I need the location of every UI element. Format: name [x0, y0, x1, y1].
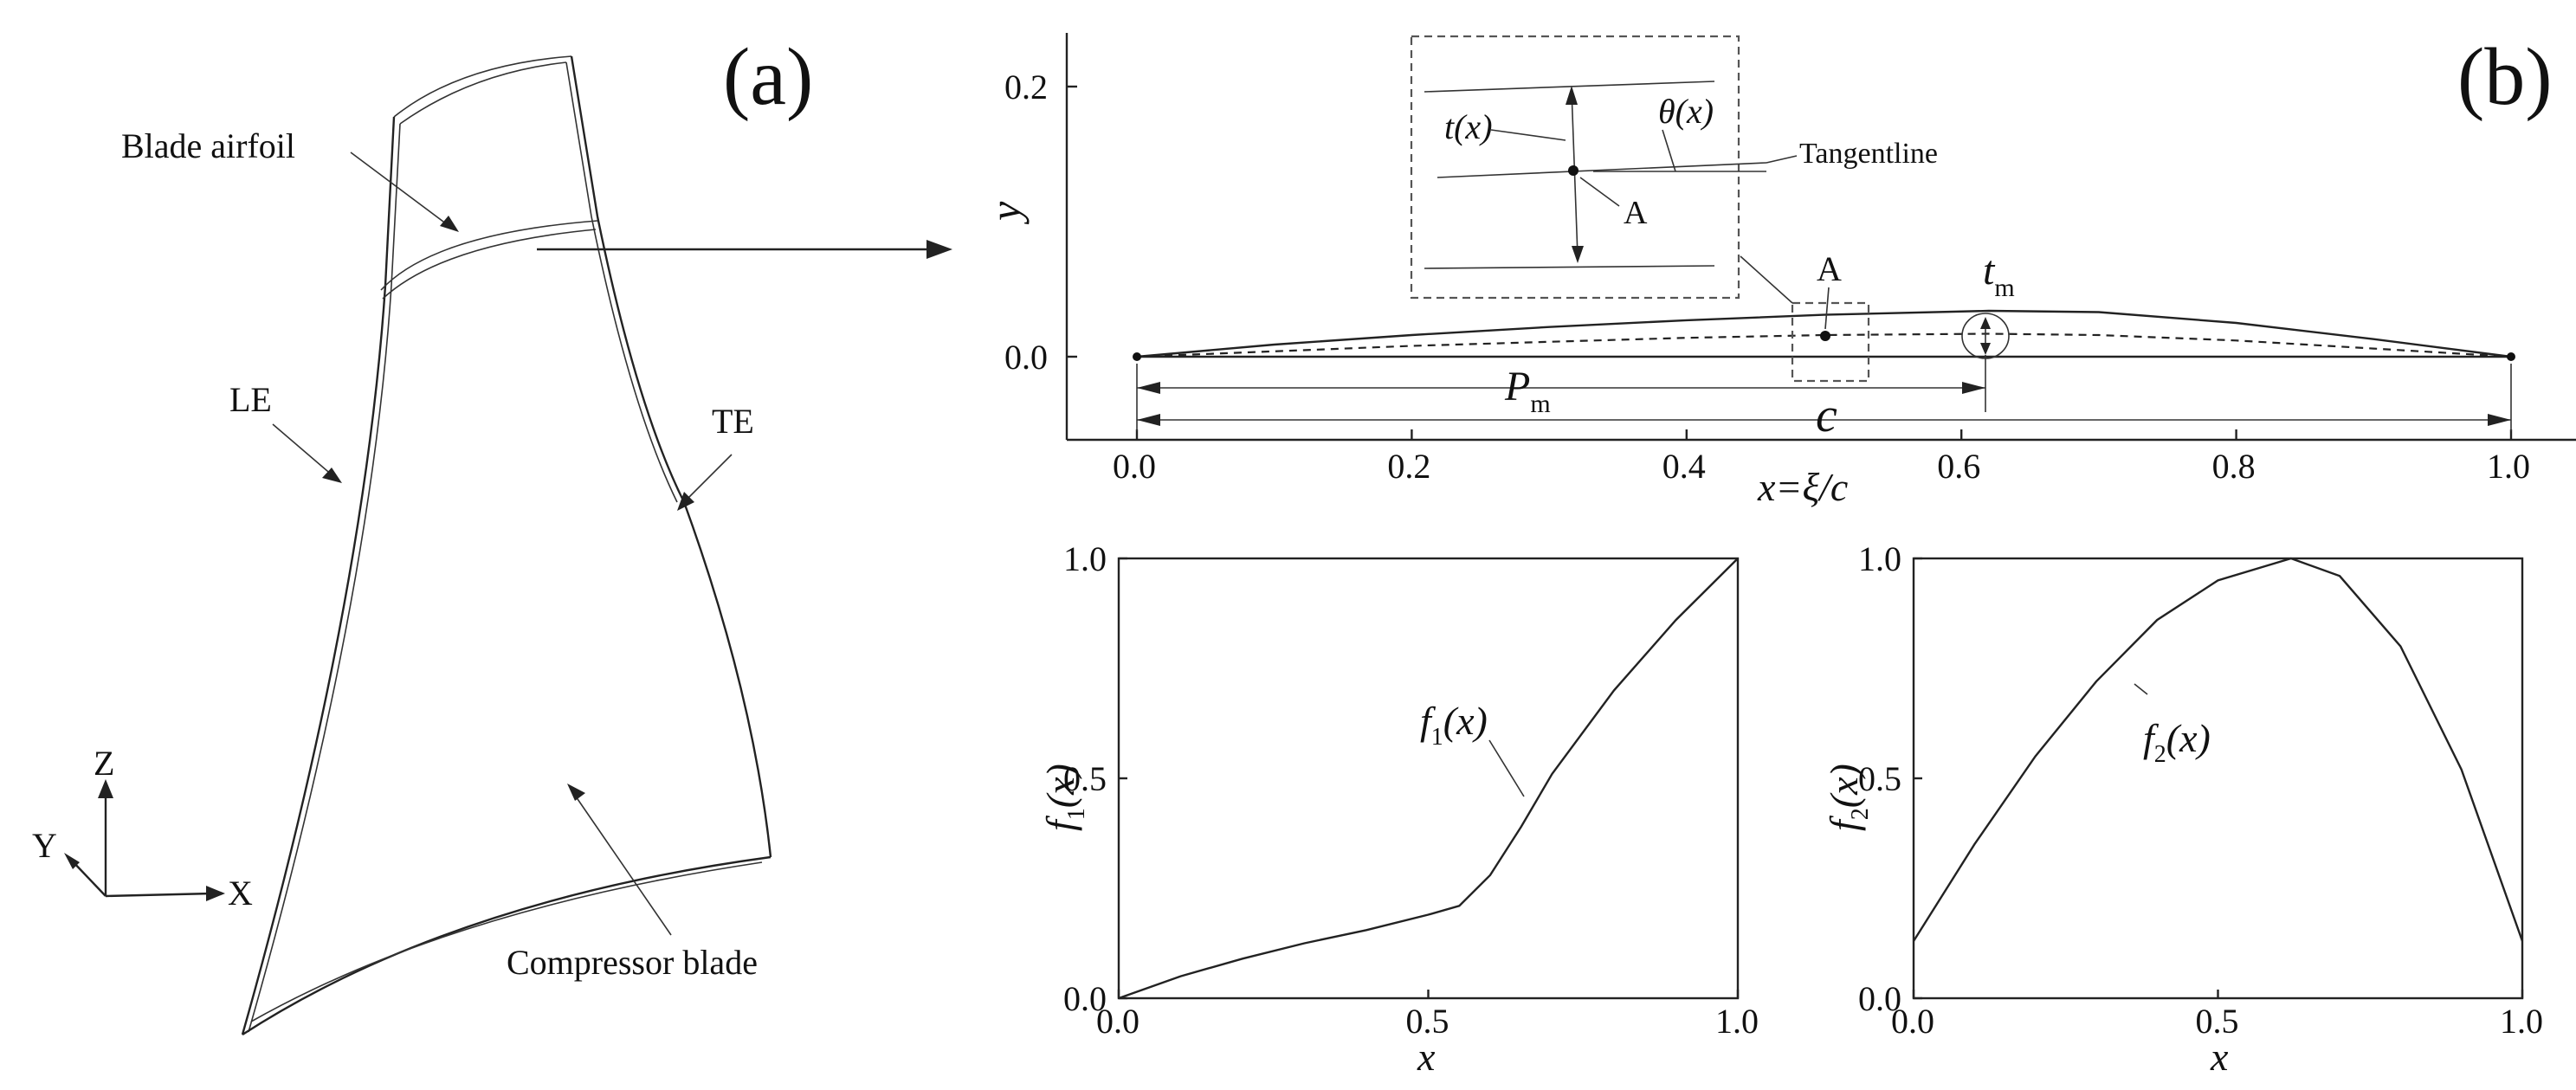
airfoil-xlabel: x=ξ/c: [1757, 465, 1848, 509]
f1-x-tick-label: 0.5: [1406, 1002, 1449, 1041]
inset-border: [1410, 35, 1740, 300]
blade-airfoil-leader: [350, 152, 451, 228]
blade-airfoil-label: Blade airfoil: [121, 126, 295, 165]
inset-t-of-x-label: t(x): [1444, 107, 1493, 146]
airfoil-y-tick-label: 0.2: [1004, 68, 1048, 106]
axis-x-label: X: [228, 874, 253, 913]
compressor-blade-leader: [575, 796, 672, 936]
f2-x-tick-label: 1.0: [2500, 1002, 2543, 1041]
panel-a: (a) Blade airfoil LE TE: [32, 32, 952, 1036]
f1-curve: [1118, 558, 1739, 1000]
tm-label: tm: [1983, 248, 2015, 302]
panel-b-label: (b): [2457, 32, 2553, 122]
point-a-marker: [1820, 331, 1830, 341]
f1-ticks: 0.0 0.5 1.0 0.0 0.5 1.0: [1063, 539, 1759, 1041]
f2-ticks: 0.0 0.5 1.0 0.0 0.5 1.0: [1858, 539, 2543, 1041]
panel-a-label: (a): [723, 32, 813, 122]
trailing-edge-point: [2507, 352, 2515, 361]
compressor-blade-arrowhead: [567, 784, 585, 801]
f2-x-tick-label: 0.5: [2196, 1002, 2239, 1041]
f2-curve: [1912, 557, 2524, 942]
axis-y-label: Y: [32, 826, 57, 865]
le-label: LE: [229, 380, 272, 419]
f1-y-tick-label: 1.0: [1063, 539, 1107, 578]
f1-y-tick-label: 0.5: [1063, 759, 1107, 798]
f2-curve-leader: [2134, 683, 2148, 695]
airfoil-ticks: 0.0 0.2 0.4 0.6 0.8 1.0 0.0 0.2: [1004, 68, 2530, 486]
axis-z-label: Z: [94, 744, 114, 783]
leading-edge-point: [1133, 352, 1141, 361]
f2-y-tick-label: 0.5: [1858, 759, 1901, 798]
pm-label: Pm: [1504, 364, 1551, 418]
f1-x-tick-label: 1.0: [1715, 1002, 1759, 1041]
airfoil-x-tick-label: 0.2: [1387, 447, 1430, 486]
f1-curve-label: f1(x): [1420, 699, 1488, 751]
f2-plot: 0.0 0.5 1.0 0.0 0.5 1.0 f2(x) x f2(x): [1822, 539, 2543, 1079]
inset-point-a-label: A: [1624, 195, 1648, 231]
f1-frame: [1117, 557, 1740, 1000]
panel-b: (b) 0.0 0.2 0.4 0.6 0.8 1.0 0.0 0.2 y x=ξ/c t(x…: [981, 32, 2576, 509]
le-arrowhead: [322, 468, 342, 483]
te-leader: [683, 454, 733, 503]
point-a-leader: [1824, 287, 1830, 330]
compressor-blade-label: Compressor blade: [507, 943, 758, 982]
airfoil-x-tick-label: 1.0: [2487, 447, 2530, 486]
inset-connector: [1740, 255, 1793, 304]
airfoil-curves: [1133, 309, 2515, 361]
f2-xlabel: x: [2210, 1035, 2229, 1079]
blade-airfoil-arrowhead: [440, 216, 459, 232]
f1-ylabel: f1(x): [1038, 764, 1090, 831]
tangentline-label: Tangentline: [1799, 138, 1938, 170]
f2-x-tick-label: 0.0: [1891, 1002, 1934, 1041]
airfoil-upper-surface: [1136, 309, 2512, 358]
f2-curve-label: f2(x): [2143, 716, 2211, 768]
section-to-airfoil-arrowhead: [926, 240, 952, 259]
airfoil-camber-line: [1136, 332, 2512, 358]
le-leader: [272, 423, 334, 477]
airfoil-x-tick-label: 0.4: [1662, 447, 1706, 486]
f1-curve-group: [1118, 558, 1739, 1000]
compressor-blade-drawing: [241, 55, 772, 1036]
f2-y-tick-label: 0.0: [1858, 979, 1901, 1018]
f1-xlabel: x: [1417, 1035, 1436, 1079]
f1-y-tick-label: 0.0: [1063, 979, 1107, 1018]
tangent-inset: t(x) θ(x) Tangentline A: [1410, 35, 1938, 300]
airfoil-ylabel: y: [981, 201, 1030, 225]
point-a-label: A: [1817, 249, 1842, 288]
f1-curve-leader: [1488, 739, 1525, 797]
f2-curve-group: [1912, 557, 2524, 942]
f1-plot: 0.0 0.5 1.0 0.0 0.5 1.0 f1(x) x f1(x): [1038, 539, 1759, 1079]
airfoil-x-tick-label: 0.0: [1113, 447, 1156, 486]
airfoil-y-tick-label: 0.0: [1004, 338, 1048, 377]
chord-label: c: [1816, 389, 1837, 442]
airfoil-x-tick-label: 0.6: [1937, 447, 1980, 486]
f1-x-tick-label: 0.0: [1096, 1002, 1140, 1041]
coordinate-axes: Z Y X: [32, 744, 253, 913]
te-arrowhead: [677, 492, 694, 511]
airfoil-x-tick-label: 0.8: [2212, 447, 2256, 486]
f2-ylabel: f2(x): [1822, 764, 1874, 831]
f2-y-tick-label: 1.0: [1858, 539, 1901, 578]
te-label: TE: [712, 402, 754, 441]
inset-theta-label: θ(x): [1658, 92, 1714, 131]
f2-frame: [1912, 557, 2524, 1000]
